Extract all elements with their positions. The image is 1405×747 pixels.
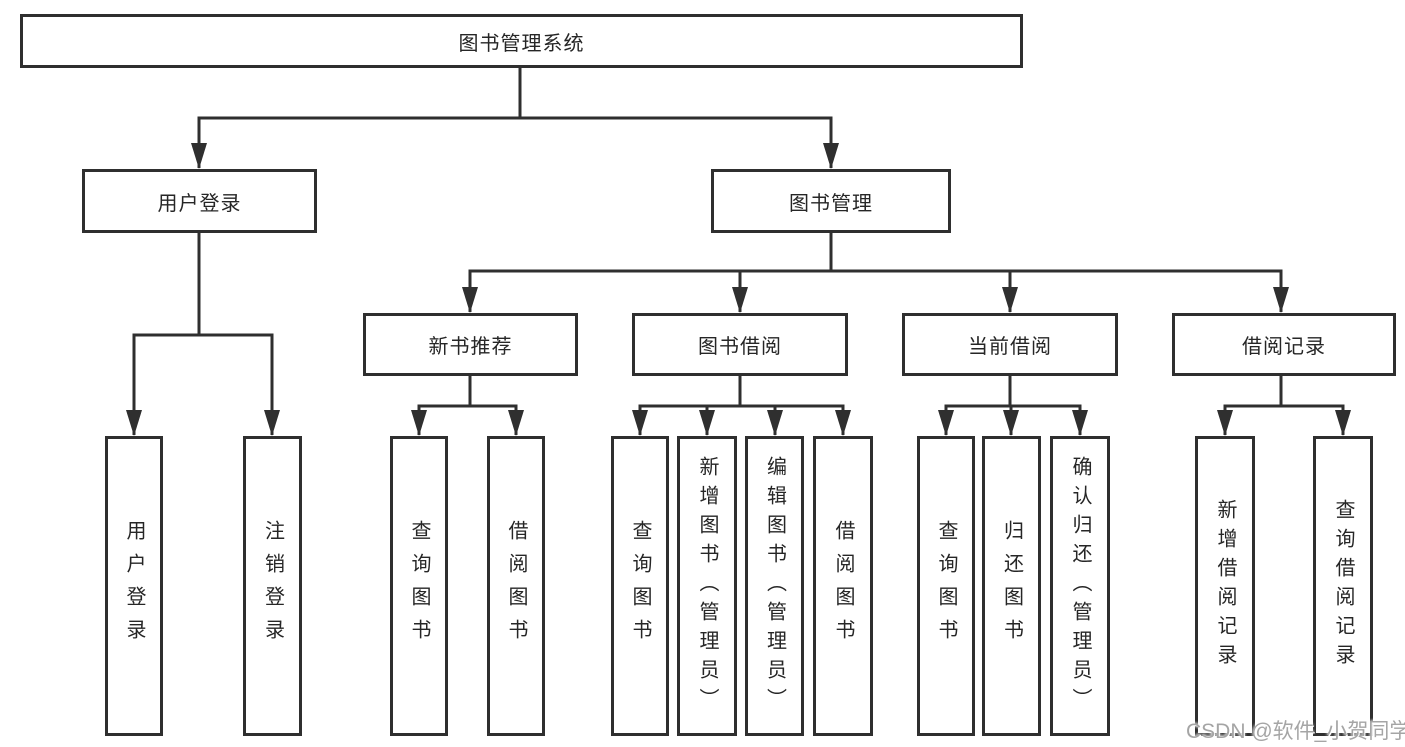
node-book-management: 图书管理: [711, 169, 951, 233]
node-label: 新增图书（管理员）: [696, 455, 718, 717]
connector-bookmgmt-to-level3: [462, 233, 1289, 313]
node-label: 查询图书: [408, 520, 430, 652]
node-root-system: 图书管理系统: [20, 14, 1023, 68]
leaf-records-add-borrow-record: 新增借阅记录: [1195, 436, 1255, 736]
leaf-newbook-borrow-books: 借阅图书: [487, 436, 545, 736]
leaf-curborrow-query-books: 查询图书: [917, 436, 975, 736]
node-label: 查询借阅记录: [1332, 499, 1354, 673]
node-label: 归还图书: [1000, 520, 1023, 652]
node-label: 编辑图书（管理员）: [763, 455, 786, 717]
node-label: 新书推荐: [428, 336, 513, 358]
connector-newbook-to-leaves: [411, 376, 524, 436]
node-book-borrowing: 图书借阅: [632, 313, 848, 376]
leaf-bookborrow-edit-books-admin: 编辑图书（管理员）: [745, 436, 804, 736]
leaf-curborrow-confirm-return-admin: 确认归还（管理员）: [1050, 436, 1110, 736]
leaf-newbook-query-books: 查询图书: [390, 436, 448, 736]
node-label: 图书管理: [789, 192, 873, 215]
node-label: 图书借阅: [698, 336, 782, 358]
csdn-watermark: CSDN @软件_小贺同学: [1186, 720, 1405, 743]
node-borrowing-records: 借阅记录: [1172, 313, 1396, 376]
node-user-login: 用户登录: [82, 169, 317, 233]
node-new-book-recommend: 新书推荐: [363, 313, 578, 376]
node-label: 新增借阅记录: [1214, 499, 1236, 673]
leaf-curborrow-return-books: 归还图书: [982, 436, 1041, 736]
leaf-records-query-borrow-record: 查询借阅记录: [1313, 436, 1373, 736]
node-label: 图书管理系统: [458, 32, 585, 55]
node-label: 用户登录: [123, 520, 145, 652]
node-label: 借阅图书: [505, 520, 527, 652]
node-label: 注销登录: [261, 520, 284, 652]
connector-curborrow-to-leaves: [938, 376, 1088, 436]
leaf-bookborrow-add-books-admin: 新增图书（管理员）: [677, 436, 737, 736]
connector-bookborrow-to-leaves: [632, 376, 851, 436]
node-label: 当前借阅: [968, 336, 1052, 358]
node-label: 借阅记录: [1242, 336, 1326, 358]
connector-borrowrec-to-leaves: [1217, 376, 1351, 436]
node-label: 确认归还（管理员）: [1069, 455, 1091, 717]
node-current-borrowing: 当前借阅: [902, 313, 1118, 376]
leaf-user-login-action: 用户登录: [105, 436, 163, 736]
leaf-logout-action: 注销登录: [243, 436, 302, 736]
node-label: 查询图书: [629, 520, 651, 652]
connector-root-to-level2: [191, 66, 839, 169]
leaf-bookborrow-borrow-books: 借阅图书: [813, 436, 873, 736]
node-label: 借阅图书: [832, 520, 854, 652]
node-label: 用户登录: [157, 192, 242, 215]
node-label: 查询图书: [935, 520, 957, 652]
connector-userlogin-to-leaves: [126, 233, 280, 436]
leaf-bookborrow-query-books: 查询图书: [611, 436, 669, 736]
